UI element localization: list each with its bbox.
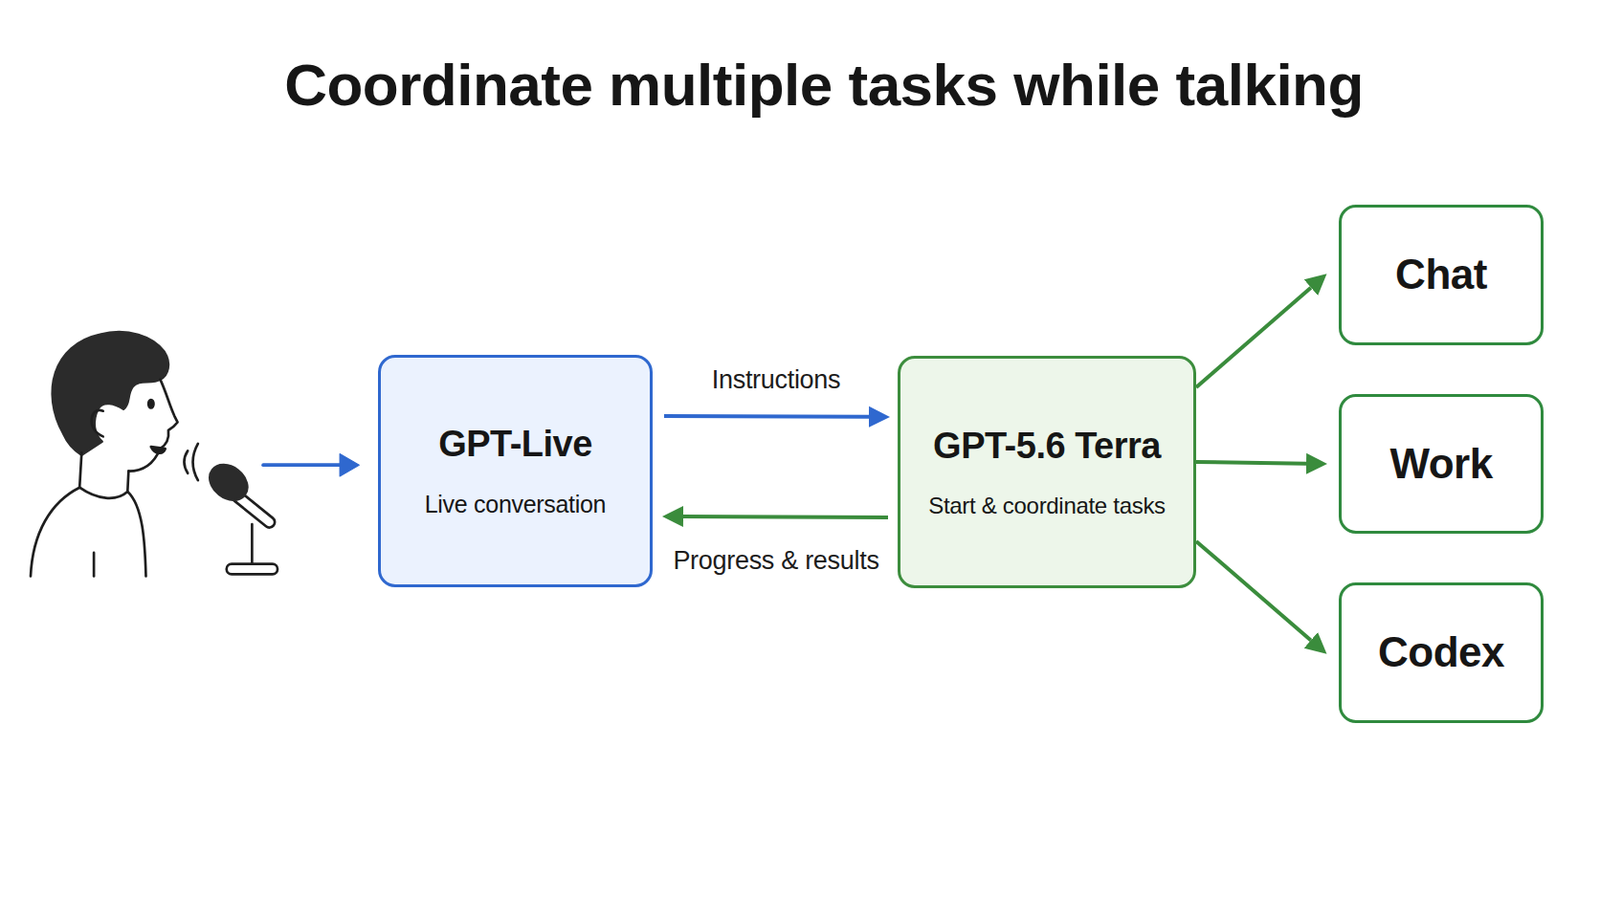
box-subtitle: Live conversation: [421, 490, 610, 519]
task-box: Chat: [1338, 204, 1544, 346]
box-heading: Work: [1385, 440, 1496, 489]
flow-arrow: [1196, 288, 1312, 388]
microphone-handle: [237, 496, 269, 523]
person-hair: [52, 332, 169, 455]
agent-box: GPT-5.6 TerraStart & coordinate tasks: [897, 355, 1197, 589]
agent-box: GPT-LiveLive conversation: [377, 355, 653, 588]
edge-label: Instructions: [711, 365, 841, 396]
microphone-handle: [237, 496, 269, 523]
sound-wave: [193, 444, 199, 481]
sound-wave: [183, 450, 188, 473]
box-heading: GPT-Live: [434, 423, 597, 467]
microphone-head: [202, 458, 254, 508]
box-subtitle: Start & coordinate tasks: [924, 492, 1170, 520]
voice-arrow-head: [339, 454, 359, 477]
box-heading: Chat: [1391, 250, 1491, 300]
task-box: Work: [1338, 394, 1544, 534]
flow-arrow: [683, 514, 889, 520]
person-face: [128, 379, 178, 472]
diagram-title: Coordinate multiple tasks while talking: [23, 52, 1600, 118]
person-ear: [91, 410, 104, 437]
person-arm: [92, 553, 96, 578]
voice-arrow: [263, 463, 341, 467]
box-heading: GPT-5.6 Terra: [929, 425, 1165, 468]
flow-arrow: [1196, 462, 1307, 465]
person-mouth: [151, 446, 166, 454]
edge-label: Progress & results: [672, 546, 879, 577]
person-neck: [79, 452, 129, 492]
microphone-stand: [250, 524, 254, 565]
flow-arrow: [664, 414, 869, 420]
task-box: Codex: [1338, 582, 1544, 724]
person-body: [30, 488, 146, 578]
flow-arrow: [1196, 541, 1312, 642]
microphone-base: [226, 564, 278, 576]
box-heading: Codex: [1374, 628, 1509, 678]
person-eye: [148, 400, 154, 409]
